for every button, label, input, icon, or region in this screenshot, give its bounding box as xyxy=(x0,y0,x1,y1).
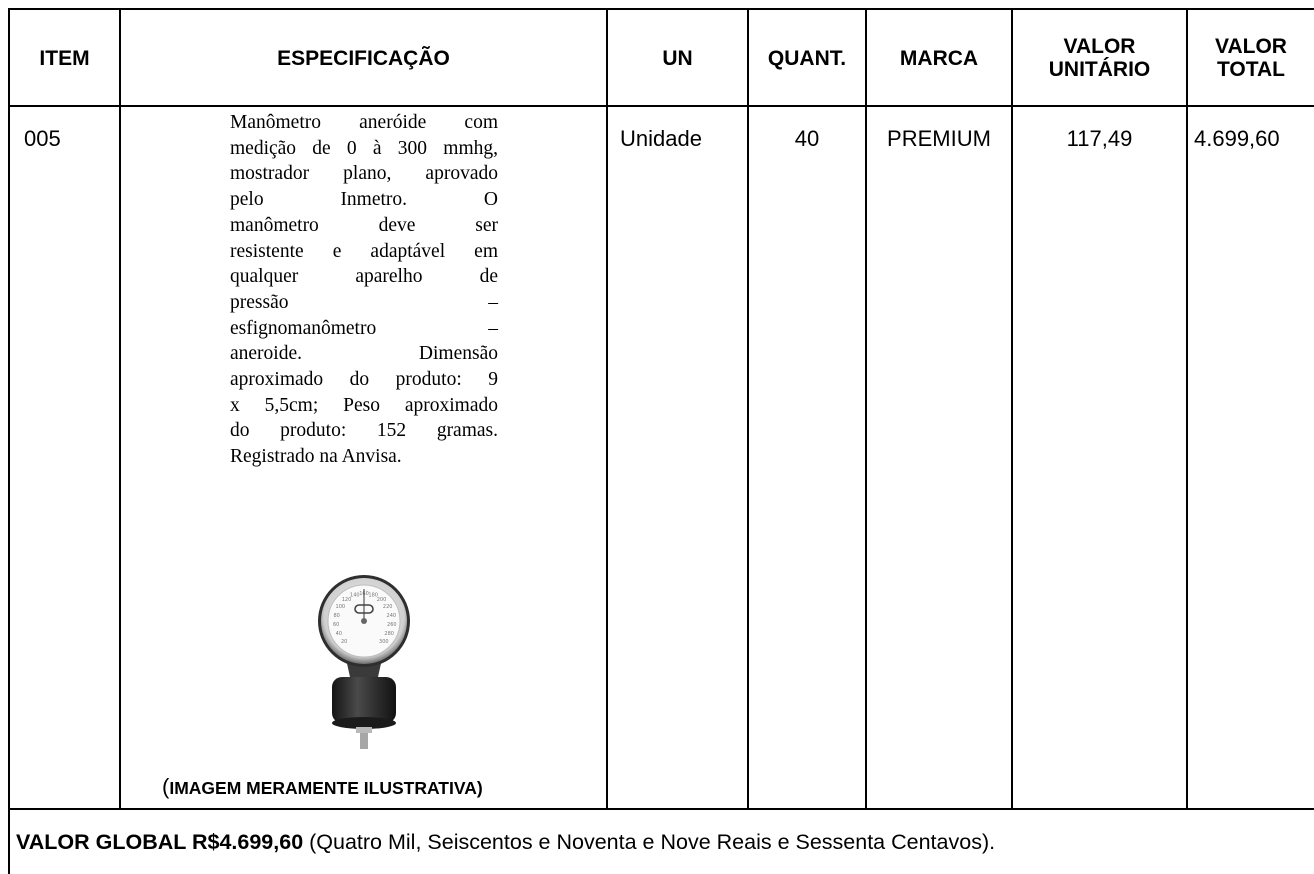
table-top-border xyxy=(8,8,1314,10)
header-un-label: UN xyxy=(662,46,693,70)
cell-valor-unitario: 117,49 xyxy=(1013,126,1186,152)
header-item-label: ITEM xyxy=(39,46,90,70)
spec-line: esfignomanômetro – xyxy=(230,317,498,339)
cell-un-value: Unidade xyxy=(620,126,702,151)
col-divider-valor-unitario xyxy=(1186,8,1188,810)
cell-item: 005 xyxy=(24,126,61,152)
dial-number: 300 xyxy=(379,639,389,645)
dial-number: 20 xyxy=(341,639,347,645)
spec-line: manômetro deve ser xyxy=(230,214,498,236)
dial-number: 60 xyxy=(333,622,339,628)
cell-un: Unidade xyxy=(620,126,702,152)
dial-number: 100 xyxy=(336,604,346,610)
dial-number: 220 xyxy=(383,604,393,610)
spec-line: qualquer aparelho de xyxy=(230,266,498,288)
spec-line: pelo Inmetro. O xyxy=(230,189,498,211)
col-divider-quant xyxy=(865,8,867,810)
col-divider-spec xyxy=(606,8,608,810)
cell-marca-value: PREMIUM xyxy=(887,126,991,151)
cell-valor-unitario-value: 117,49 xyxy=(1066,126,1133,151)
spec-line: Registrado na Anvisa. xyxy=(230,446,402,468)
col-divider-item xyxy=(119,8,121,810)
dial-number: 40 xyxy=(336,631,342,637)
header-un: UN xyxy=(608,10,747,106)
spec-line: Manômetro aneróide com xyxy=(230,112,498,133)
image-caption-paren: ( xyxy=(162,774,170,799)
header-valor-total-line1: VALOR xyxy=(1215,35,1287,58)
spec-line: resistente e adaptável em xyxy=(230,240,498,262)
header-marca-label: MARCA xyxy=(899,46,979,70)
valor-global-bold: VALOR GLOBAL R$4.699,60 xyxy=(16,830,304,854)
header-valor-unitario-line1: VALOR xyxy=(1063,35,1136,58)
price-table: ITEM ESPECIFICAÇÃO UN QUANT. MARCA VALOR… xyxy=(8,8,1314,874)
dial-number: 280 xyxy=(384,631,394,637)
cell-valor-total-value: 4.699,60 xyxy=(1194,126,1280,151)
spec-line: medição de 0 à 300 mmhg, xyxy=(230,137,498,159)
dial-number: 260 xyxy=(387,622,397,628)
image-caption-text: IMAGEM MERAMENTE ILUSTRATIVA) xyxy=(169,778,483,798)
spec-line: mostrador plano, aprovado xyxy=(230,163,498,185)
cell-marca: PREMIUM xyxy=(867,126,1011,152)
dial-number: 200 xyxy=(377,597,387,603)
cell-item-value: 005 xyxy=(24,126,61,151)
row-bottom-border xyxy=(8,808,1314,810)
spec-line: aneroide. Dimensão xyxy=(230,343,498,365)
header-valor-total-line2: TOTAL xyxy=(1216,58,1286,81)
header-item: ITEM xyxy=(10,10,119,106)
header-especificacao-label: ESPECIFICAÇÃO xyxy=(277,46,450,70)
dial-number: 180 xyxy=(368,593,378,599)
table-left-border xyxy=(8,8,10,874)
dial-number: 80 xyxy=(334,613,340,619)
valor-global-line: VALOR GLOBAL R$4.699,60 (Quatro Mil, Sei… xyxy=(16,830,995,855)
spec-line: pressão – xyxy=(230,291,498,313)
image-caption: (IMAGEM MERAMENTE ILUSTRATIVA) xyxy=(162,774,483,800)
spec-line: aproximado do produto: 9 xyxy=(230,369,498,391)
valor-global-extenso: (Quatro Mil, Seiscentos e Noventa e Nove… xyxy=(303,830,996,854)
header-quant: QUANT. xyxy=(749,10,865,106)
cell-quant-value: 40 xyxy=(794,126,820,151)
header-valor-unitario: VALOR UNITÁRIO xyxy=(1013,10,1186,106)
cell-valor-total: 4.699,60 xyxy=(1194,126,1280,152)
header-especificacao: ESPECIFICAÇÃO xyxy=(121,10,606,106)
header-marca: MARCA xyxy=(867,10,1011,106)
dial-number: 140 xyxy=(350,593,360,599)
cell-quant: 40 xyxy=(749,126,865,152)
header-quant-label: QUANT. xyxy=(767,46,847,70)
spec-line: x 5,5cm; Peso aproximado xyxy=(230,394,498,416)
header-bottom-border xyxy=(8,105,1314,107)
header-valor-total: VALOR TOTAL xyxy=(1188,10,1314,106)
col-divider-marca xyxy=(1011,8,1013,810)
dial-number: 120 xyxy=(342,597,352,603)
header-valor-unitario-line2: UNITÁRIO xyxy=(1048,58,1151,81)
spec-line: do produto: 152 gramas. xyxy=(230,420,498,442)
col-divider-un xyxy=(747,8,749,810)
manometer-image: 2040608010012014016018020022024026028030… xyxy=(318,575,410,749)
dial-number: 240 xyxy=(387,613,397,619)
cell-especificacao: Manômetro aneróide com medição de 0 à 300… xyxy=(230,110,498,470)
